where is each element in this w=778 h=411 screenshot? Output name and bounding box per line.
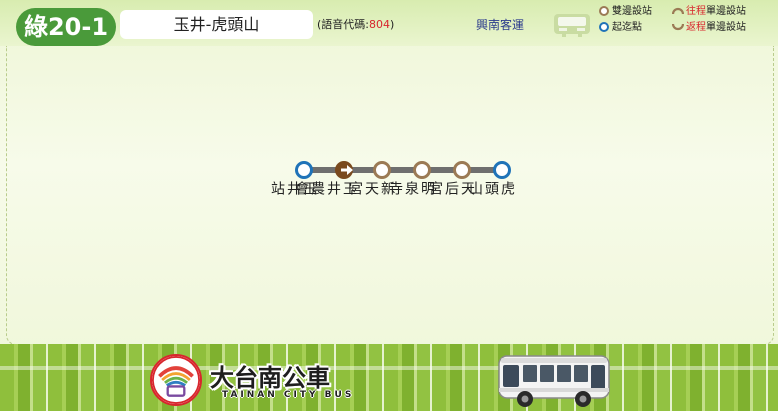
header: 綠20-1 玉井-虎頭山 (語音代碼:804) 興南客運 雙邊設站 起迄點 往程… bbox=[0, 0, 778, 46]
current-stop-marker bbox=[335, 161, 353, 179]
route-name: 玉井-虎頭山 bbox=[173, 15, 260, 34]
brand-name: 大台南公車 bbox=[210, 364, 330, 392]
stop-marker bbox=[373, 161, 391, 179]
voice-code-end: ) bbox=[390, 18, 395, 31]
stop-name: 明泉寺 bbox=[387, 181, 435, 196]
stop-name: 新天宮 bbox=[347, 181, 395, 196]
stop-name: 虎頭山 bbox=[467, 181, 515, 196]
return-stop-icon bbox=[672, 23, 684, 31]
footer-stripe bbox=[0, 366, 778, 370]
terminal-stop-marker bbox=[493, 161, 511, 179]
terminal-stop-marker bbox=[295, 161, 313, 179]
route-name-box: 玉井-虎頭山 bbox=[120, 10, 313, 39]
both-sides-stop-icon bbox=[599, 6, 609, 16]
voice-code-number: 804 bbox=[369, 18, 390, 31]
route-line bbox=[304, 167, 504, 173]
legend-return-prefix: 返程 bbox=[686, 22, 706, 33]
legend-terminal-label: 起迄點 bbox=[612, 22, 642, 33]
stop-name: 玉井站 bbox=[269, 181, 317, 196]
legend-both: 雙邊設站 bbox=[599, 6, 652, 18]
tainan-logo-icon bbox=[150, 354, 202, 406]
legend-outbound-prefix: 往程 bbox=[686, 6, 706, 17]
bus-icon bbox=[498, 355, 610, 407]
city-bus-logo: 大台南公車 TAINAN CITY BUS bbox=[150, 354, 372, 406]
legend-outbound: 往程單邊設站 bbox=[672, 6, 746, 18]
legend-outbound-suffix: 單邊設站 bbox=[706, 6, 746, 17]
terminal-stop-icon bbox=[599, 22, 609, 32]
bus-stop-sign-icon bbox=[554, 14, 590, 37]
operator-name: 興南客運 bbox=[476, 18, 525, 32]
outbound-stop-icon bbox=[672, 7, 684, 15]
voice-code-label: (語音代碼: bbox=[317, 18, 369, 31]
legend-terminal: 起迄點 bbox=[599, 22, 642, 34]
stop-name: 天后宮 bbox=[427, 181, 475, 196]
legend-return: 返程單邊設站 bbox=[672, 22, 746, 34]
stop-marker bbox=[413, 161, 431, 179]
arrow-right-icon bbox=[341, 165, 353, 175]
brand-name-en: TAINAN CITY BUS bbox=[222, 390, 355, 400]
footer-banner: 大台南公車 TAINAN CITY BUS bbox=[0, 344, 778, 411]
stop-name: 玉井農會 bbox=[293, 181, 357, 196]
voice-code: (語音代碼:804) bbox=[317, 16, 394, 32]
legend-return-suffix: 單邊設站 bbox=[706, 22, 746, 33]
stop-marker bbox=[453, 161, 471, 179]
route-code-badge: 綠20-1 bbox=[16, 8, 116, 46]
legend-both-label: 雙邊設站 bbox=[612, 6, 652, 17]
